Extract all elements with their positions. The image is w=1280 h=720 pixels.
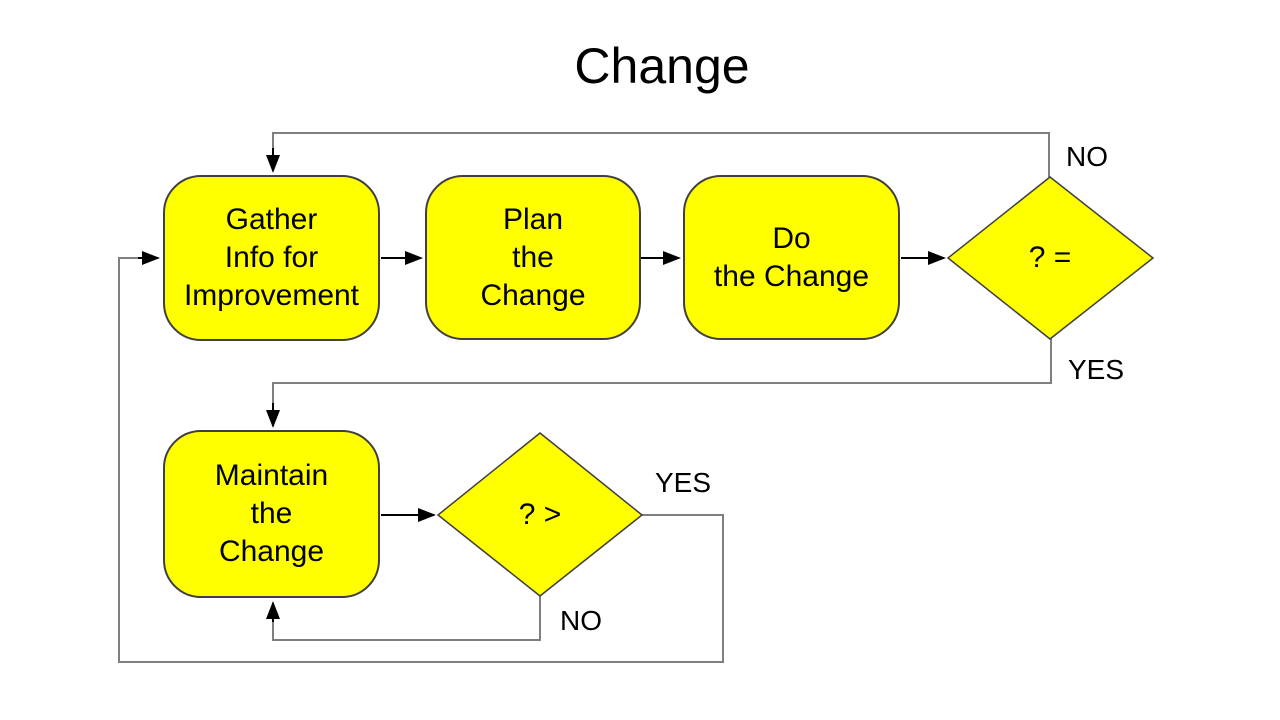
decision-greater-label: ? >: [518, 498, 562, 531]
decision-equal-shape: [946, 176, 1155, 340]
node-maintain-change: Maintain the Change: [163, 430, 380, 598]
diagram-title: Change: [574, 38, 750, 94]
node-do-change-label: Do the Change: [713, 221, 870, 293]
node-do-change: Do the Change: [683, 175, 900, 340]
edge-label-no-top: NO: [1066, 141, 1108, 172]
edge-no-loop-bottom: [272, 596, 541, 641]
edge-no-loop-top: [272, 132, 1050, 177]
node-plan-change: Plan the Change: [425, 175, 641, 340]
node-maintain-change-label: Maintain the Change: [214, 459, 329, 568]
node-gather-info-label: Gather Info for Improvement: [183, 203, 360, 312]
edge-yes-outer-loop: [118, 257, 724, 663]
edge-label-no-bottom: NO: [560, 605, 602, 636]
node-gather-info: Gather Info for Improvement: [163, 175, 380, 341]
edge-yes-to-maintain: [272, 338, 1052, 405]
decision-greater-shape: [436, 432, 644, 597]
node-plan-change-label: Plan the Change: [480, 202, 586, 312]
decision-equal-label: ? =: [1028, 241, 1072, 274]
edge-label-yes-right: YES: [1068, 354, 1125, 385]
edge-label-yes-bottom: YES: [655, 467, 712, 498]
